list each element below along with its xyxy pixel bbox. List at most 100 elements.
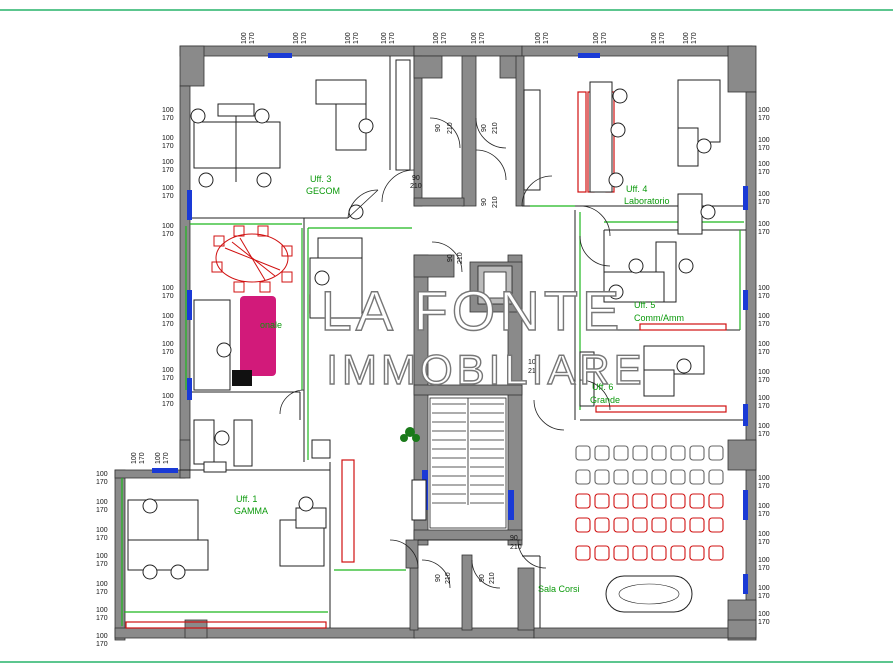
svg-text:210: 210 (510, 544, 522, 551)
office-furniture (127, 59, 721, 571)
svg-text:100: 100 (471, 32, 478, 44)
svg-text:170: 170 (758, 619, 770, 626)
svg-text:170: 170 (162, 349, 174, 356)
green-lines (121, 205, 744, 626)
svg-text:170: 170 (249, 32, 256, 44)
svg-text:210: 210 (492, 122, 499, 134)
svg-text:100: 100 (758, 423, 770, 430)
door-label-2: 90 210 (481, 122, 499, 134)
classroom-chair (575, 545, 591, 561)
svg-text:170: 170 (163, 452, 170, 464)
svg-text:170: 170 (691, 32, 698, 44)
door-label-5: 90 210 (447, 252, 464, 264)
svg-text:100: 100 (758, 557, 770, 564)
svg-text:170: 170 (758, 321, 770, 328)
office-chair (298, 496, 314, 512)
oval-table (605, 575, 693, 613)
classroom-chair (575, 469, 591, 485)
svg-text:170: 170 (162, 375, 174, 382)
svg-text:100: 100 (162, 313, 174, 320)
svg-text:170: 170 (758, 511, 770, 518)
svg-text:100: 100 (96, 527, 108, 534)
classroom-chair (632, 469, 648, 485)
classroom-chair (708, 493, 724, 509)
classroom-chair (594, 517, 610, 533)
svg-text:170: 170 (479, 32, 486, 44)
svg-text:100: 100 (162, 223, 174, 230)
svg-text:170: 170 (659, 32, 666, 44)
svg-text:100: 100 (162, 393, 174, 400)
door-label-1: 90 210 (435, 122, 454, 134)
svg-text:170: 170 (96, 641, 108, 648)
svg-text:170: 170 (96, 615, 108, 622)
svg-text:100: 100 (345, 32, 352, 44)
meeting-table (211, 225, 293, 293)
door-label-8: 90 210 (435, 572, 452, 584)
svg-text:100: 100 (155, 452, 162, 464)
svg-text:100: 100 (758, 369, 770, 376)
classroom-chair (651, 545, 667, 561)
svg-text:100: 100 (293, 32, 300, 44)
room-label-uff3-name: GECOM (306, 186, 340, 196)
room-label-uff5-name: Comm/Amm (634, 313, 684, 323)
svg-text:100: 100 (162, 159, 174, 166)
classroom-chair (575, 517, 591, 533)
office-chair (608, 172, 624, 188)
classroom-chair (689, 469, 705, 485)
office-chair (190, 108, 206, 124)
office-chair (314, 270, 330, 286)
classroom-chair (708, 517, 724, 533)
svg-text:170: 170 (543, 32, 550, 44)
svg-text:210: 210 (410, 183, 422, 190)
windows (152, 53, 748, 594)
svg-text:100: 100 (381, 32, 388, 44)
classroom-chair (708, 469, 724, 485)
svg-text:170: 170 (162, 401, 174, 408)
svg-text:100: 100 (162, 341, 174, 348)
svg-text:170: 170 (758, 293, 770, 300)
classroom-chair (632, 545, 648, 561)
door-label-6: 100 210 (528, 359, 540, 375)
svg-text:100: 100 (758, 475, 770, 482)
staircase (429, 265, 513, 529)
svg-text:100: 100 (758, 191, 770, 198)
office-chair (358, 118, 374, 134)
svg-text:170: 170 (96, 589, 108, 596)
office-chair (214, 430, 230, 446)
svg-text:100: 100 (758, 611, 770, 618)
svg-text:100: 100 (528, 359, 540, 366)
room-label-uff1-name: GAMMA (234, 506, 268, 516)
room-label-uff6: Uff. 6 (592, 382, 613, 392)
room-label-uff4: Uff. 4 (626, 184, 647, 194)
office-chair (256, 172, 272, 188)
svg-text:100: 100 (758, 313, 770, 320)
svg-text:170: 170 (162, 321, 174, 328)
office-chair (696, 138, 712, 154)
svg-text:100: 100 (162, 285, 174, 292)
svg-text:210: 210 (457, 252, 464, 264)
office-chair (198, 172, 214, 188)
classroom-chair (594, 493, 610, 509)
